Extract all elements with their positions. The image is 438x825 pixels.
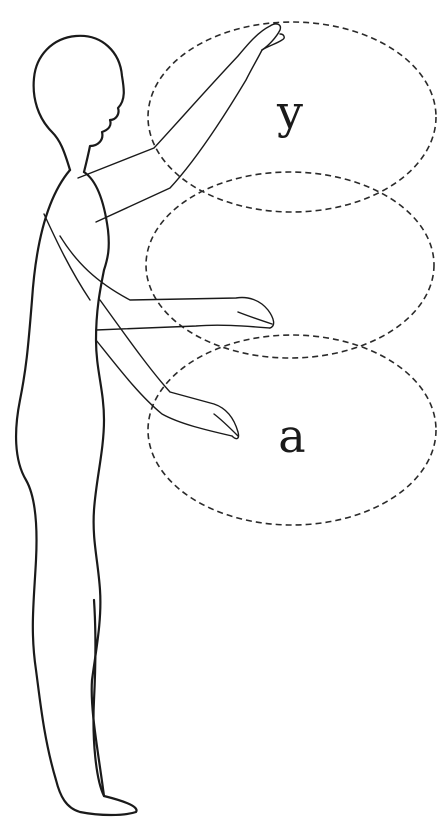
hand-raised <box>262 34 284 50</box>
torso-arm-outline <box>44 214 90 300</box>
back-outline <box>16 170 136 815</box>
arm-forward <box>60 236 274 330</box>
zone-ellipse-middle <box>146 172 434 358</box>
zone-label-upper: y <box>276 85 303 139</box>
hand-forward <box>238 312 272 324</box>
human-figure <box>16 36 136 815</box>
arm-lowered-lower-edge <box>96 340 232 436</box>
head-outline <box>34 36 124 172</box>
zone-label-lower: a <box>278 409 305 463</box>
front-outline <box>84 172 109 796</box>
arm-lowered <box>96 300 239 439</box>
arm-raised <box>78 24 284 222</box>
